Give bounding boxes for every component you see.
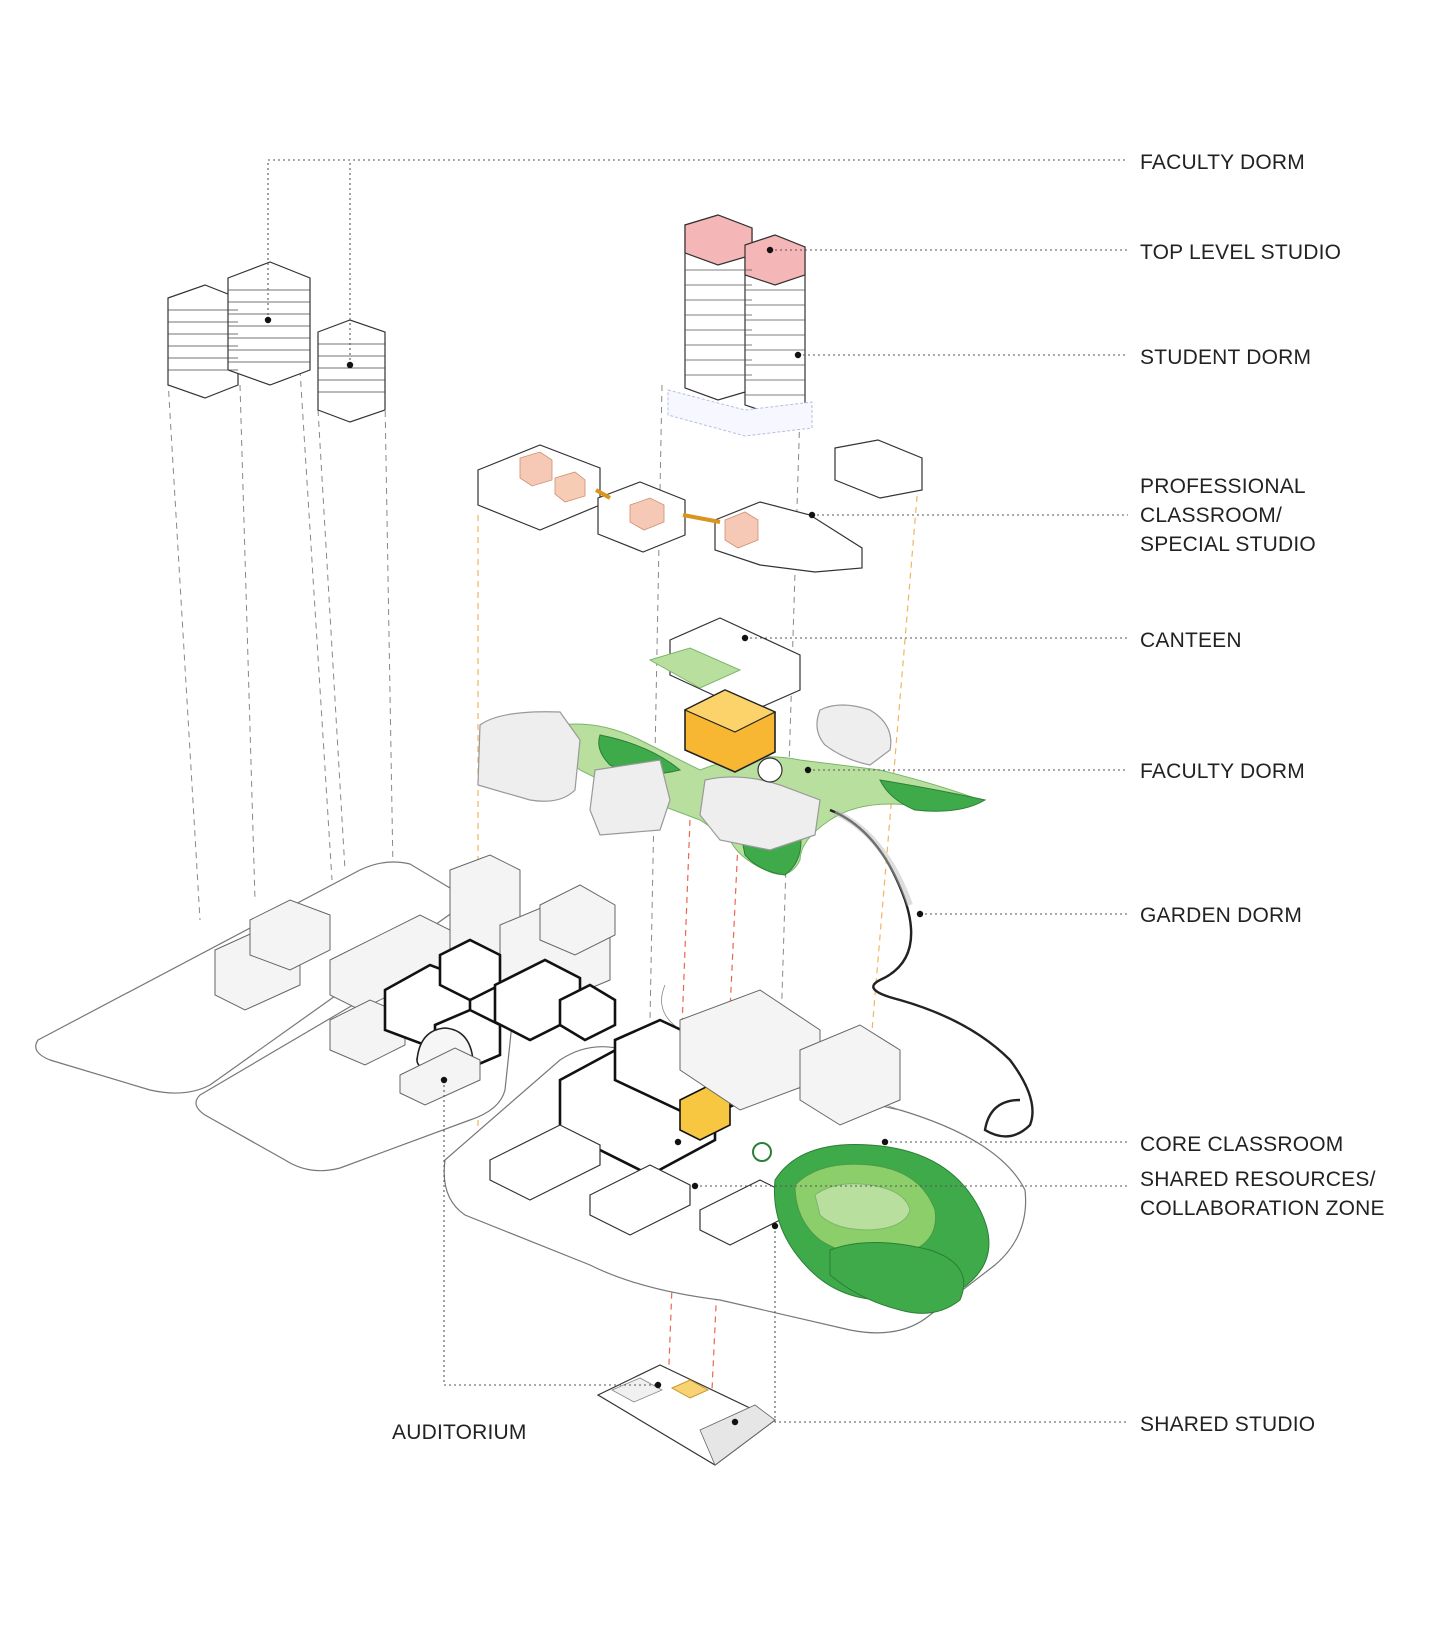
- label-student-dorm: STUDENT DORM: [1140, 346, 1312, 369]
- label-professional-classroom: PROFESSIONAL CLASSROOM/ SPECIAL STUDIO: [1140, 472, 1316, 559]
- label-shared-resources-line-1: SHARED RESOURCES/: [1140, 1168, 1376, 1191]
- leader-dots: [264, 246, 924, 1426]
- garden-level: [477, 617, 1034, 1138]
- shared-studio-plan: [596, 1364, 777, 1466]
- leader-lines: [267, 159, 1128, 1423]
- label-auditorium: AUDITORIUM: [392, 1421, 527, 1444]
- professional-classroom-level: [477, 439, 923, 573]
- label-garden-dorm: GARDEN DORM: [1140, 904, 1303, 927]
- label-shared-resources: SHARED RESOURCES/ COLLABORATION ZONE: [1140, 1165, 1385, 1223]
- label-professional-line-1: PROFESSIONAL: [1140, 475, 1306, 498]
- projection-lines: [167, 369, 919, 1391]
- label-faculty-dorm-mid: FACULTY DORM: [1140, 760, 1305, 783]
- label-shared-studio: SHARED STUDIO: [1140, 1413, 1316, 1436]
- label-top-level-studio: TOP LEVEL STUDIO: [1140, 241, 1342, 264]
- label-core-classroom: CORE CLASSROOM: [1140, 1133, 1344, 1156]
- label-canteen: CANTEEN: [1140, 629, 1242, 652]
- label-professional-line-2: CLASSROOM/: [1140, 504, 1283, 527]
- towers: [167, 214, 813, 437]
- label-faculty-dorm-top: FACULTY DORM: [1140, 151, 1305, 174]
- label-shared-resources-line-2: COLLABORATION ZONE: [1140, 1197, 1385, 1220]
- ground-site-plan: [35, 854, 1027, 1334]
- label-professional-line-3: SPECIAL STUDIO: [1140, 533, 1316, 556]
